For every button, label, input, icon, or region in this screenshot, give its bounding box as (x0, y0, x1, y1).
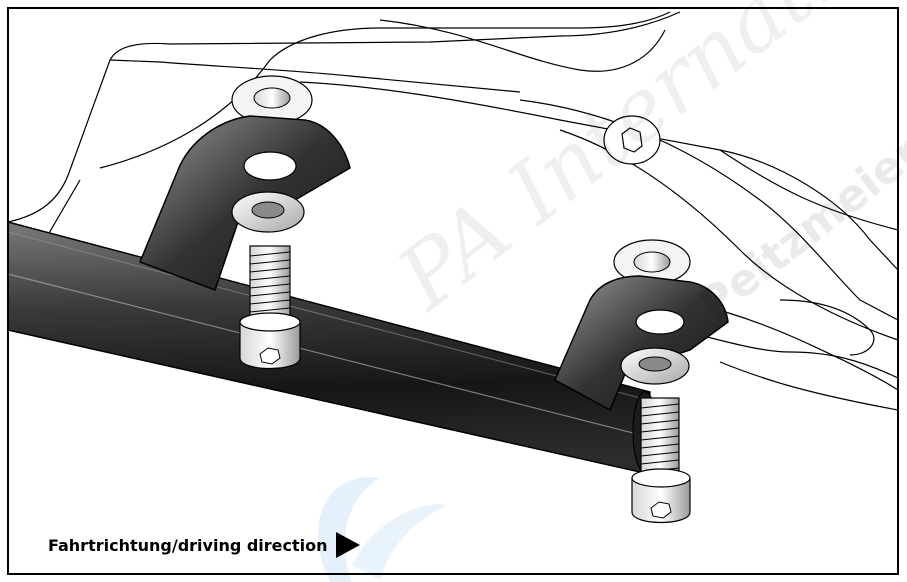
left-washer (231, 191, 305, 233)
right-nut (613, 239, 691, 285)
driving-direction-caption: Fahrtrichtung/driving direction (48, 532, 360, 558)
left-bolt (239, 245, 301, 370)
body-hex-socket (603, 115, 661, 165)
vehicle-outline (7, 11, 899, 411)
watermark-swoosh (318, 477, 380, 582)
right-washer (620, 347, 690, 385)
left-nut (231, 75, 313, 125)
watermark-swoosh-2 (352, 504, 448, 580)
right-bolt (631, 397, 691, 524)
right-bracket (554, 275, 729, 412)
direction-arrow-icon (335, 532, 360, 558)
diagram-frame (7, 7, 899, 575)
caption-text: Fahrtrichtung/driving direction (48, 535, 328, 555)
crash-bar (7, 221, 658, 473)
